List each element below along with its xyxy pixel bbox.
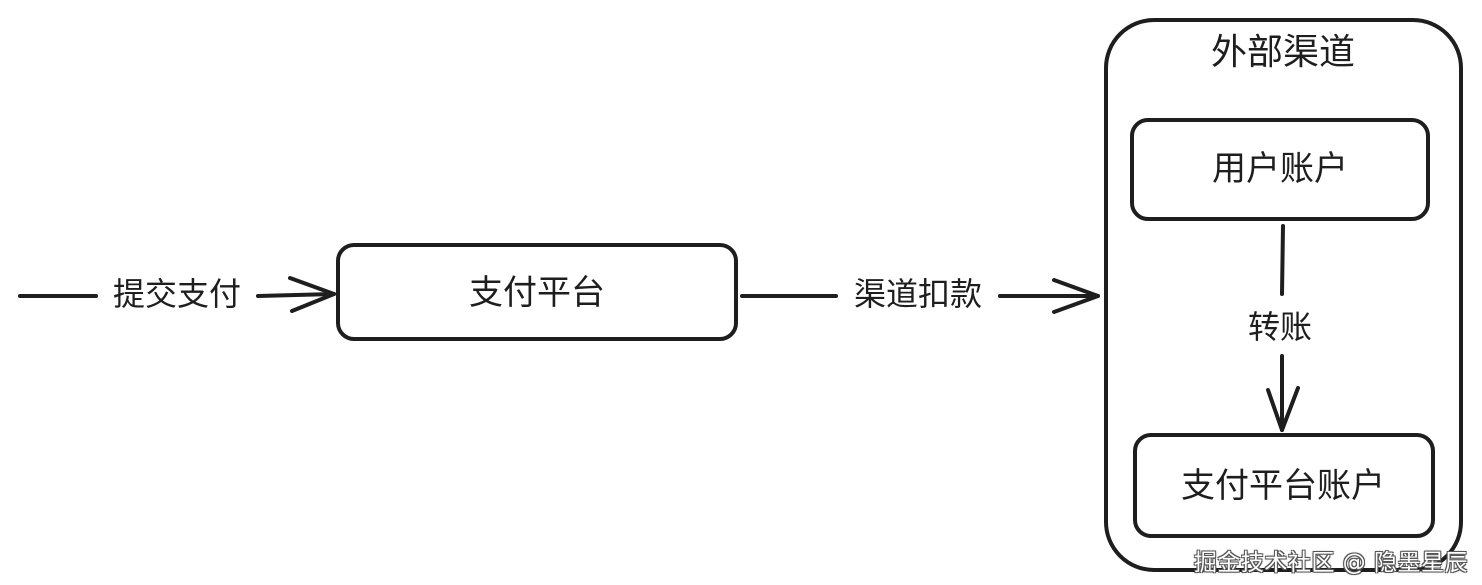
user-account-label: 用户账户 <box>1212 149 1348 189</box>
platform-account-box <box>1133 433 1435 538</box>
external-channel-title: 外部渠道 <box>1211 32 1355 73</box>
arrowhead-icon <box>1266 386 1300 432</box>
submit-payment-label: 提交支付 <box>113 275 241 313</box>
channel-deduction-arrow <box>740 278 1100 314</box>
payment-platform-label: 支付平台 <box>469 273 605 313</box>
transfer-arrow <box>1266 224 1300 432</box>
arrowhead-icon <box>1052 278 1100 314</box>
platform-account-label: 支付平台账户 <box>1181 466 1385 506</box>
external-channel-group <box>1104 18 1463 572</box>
submit-payment-arrow <box>18 276 336 313</box>
watermark: 掘金技术社区 @ 隐墨星辰 <box>1193 550 1468 576</box>
user-account-box <box>1130 118 1430 221</box>
channel-deduction-label: 渠道扣款 <box>854 275 982 313</box>
transfer-label: 转账 <box>1248 308 1312 346</box>
arrowhead-icon <box>288 276 336 313</box>
payment-platform-box <box>336 243 738 341</box>
